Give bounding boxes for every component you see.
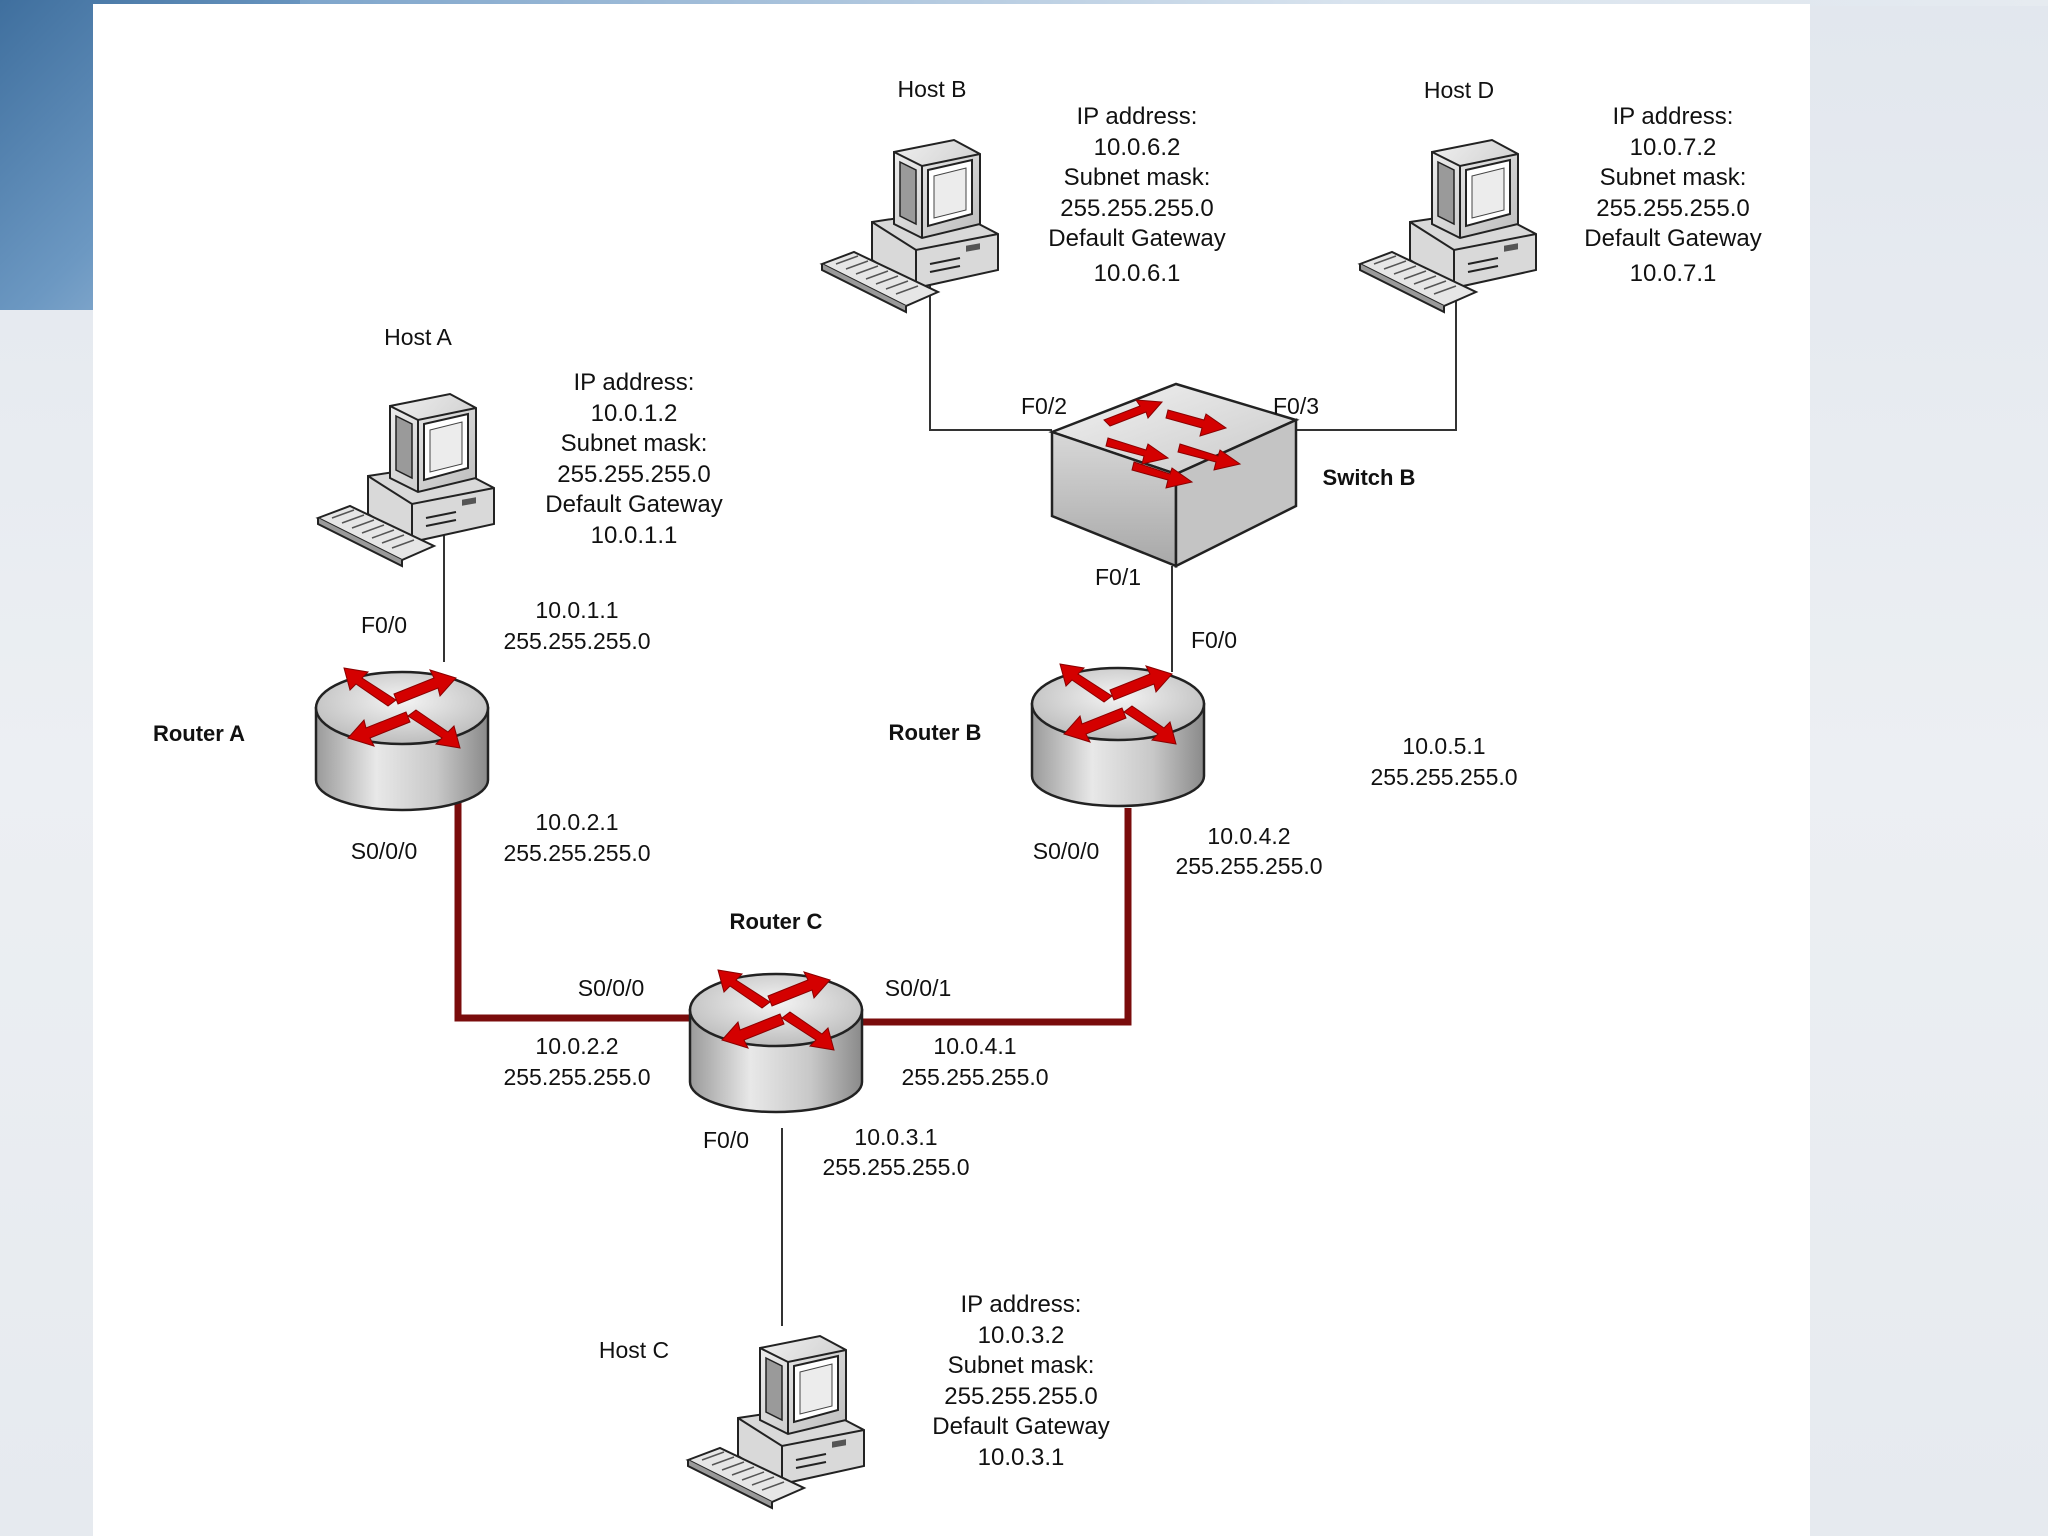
router-b-label: Router B xyxy=(888,720,982,745)
host-a-mask-label: Subnet mask: xyxy=(560,430,708,457)
host-d-ip: 10.0.7.2 xyxy=(1629,133,1717,161)
router-b-device[interactable] xyxy=(1030,662,1206,808)
serial-links xyxy=(454,800,1132,1026)
host-d-computer[interactable] xyxy=(1359,139,1537,313)
router-c-s0-0-0-port: S0/0/0 xyxy=(577,975,645,1001)
router-a-f0-0-mask: 255.255.255.0 xyxy=(503,628,651,654)
router-a-s0-0-0-mask: 255.255.255.0 xyxy=(503,840,651,866)
host-d-mask: 255.255.255.0 xyxy=(1596,194,1750,222)
switch-b-device[interactable] xyxy=(1048,382,1300,569)
host-b-gateway: 10.0.6.1 xyxy=(1093,259,1181,287)
router-a-device[interactable] xyxy=(314,666,490,812)
router-b-s0-0-0-port: S0/0/0 xyxy=(1032,838,1100,864)
host-c-config: IP address: 10.0.3.2 Subnet mask: 255.25… xyxy=(932,1290,1109,1473)
host-c-gateway: 10.0.3.1 xyxy=(977,1443,1065,1471)
host-a-computer[interactable] xyxy=(317,393,495,567)
link-router-a-router-c xyxy=(454,800,692,1022)
host-b-ip-label: IP address: xyxy=(1076,103,1198,130)
switch-b-f0-3-port: F0/3 xyxy=(1272,393,1320,419)
switch-b-f0-2-port: F0/2 xyxy=(1020,393,1068,419)
host-d-gateway: 10.0.7.1 xyxy=(1629,259,1717,287)
router-b-s0-0-0-ip: 10.0.4.2 xyxy=(1207,823,1291,849)
router-c-label: Router C xyxy=(729,909,823,934)
router-c-f0-0-ip: 10.0.3.1 xyxy=(854,1124,938,1150)
router-a-f0-0-ip: 10.0.1.1 xyxy=(535,597,619,623)
host-b-ip: 10.0.6.2 xyxy=(1093,133,1181,161)
ethernet-links xyxy=(443,268,1457,1326)
host-d-config: IP address: 10.0.7.2 Subnet mask: 255.25… xyxy=(1584,102,1761,289)
link-host-b-switch-b xyxy=(929,268,1052,431)
host-c-mask: 255.255.255.0 xyxy=(944,1382,1098,1410)
host-d-mask-label: Subnet mask: xyxy=(1599,164,1747,191)
router-c-s0-0-1-mask: 255.255.255.0 xyxy=(901,1064,1049,1090)
host-c-ip-label: IP address: xyxy=(960,1291,1082,1318)
switch-b-f0-1-port: F0/1 xyxy=(1094,564,1142,590)
host-d-ip-label: IP address: xyxy=(1612,103,1734,130)
host-a-mask: 255.255.255.0 xyxy=(557,460,711,488)
router-a-s0-0-0-ip: 10.0.2.1 xyxy=(535,809,619,835)
router-c-s0-0-1-ip: 10.0.4.1 xyxy=(933,1033,1017,1059)
host-c-ip: 10.0.3.2 xyxy=(977,1321,1065,1349)
host-c-label: Host C xyxy=(598,1337,670,1363)
router-c-device[interactable] xyxy=(688,968,864,1114)
router-b-s0-0-0-mask: 255.255.255.0 xyxy=(1175,853,1323,879)
router-a-label: Router A xyxy=(152,721,246,746)
router-c-s0-0-0-mask: 255.255.255.0 xyxy=(503,1064,651,1090)
link-host-d-switch-b xyxy=(1290,272,1457,431)
router-b-f0-0-port: F0/0 xyxy=(1190,627,1238,653)
router-b-f0-0-ip: 10.0.5.1 xyxy=(1402,733,1486,759)
router-b-f0-0-mask: 255.255.255.0 xyxy=(1370,764,1518,790)
router-c-f0-0-mask: 255.255.255.0 xyxy=(822,1154,970,1180)
host-a-ip-label: IP address: xyxy=(573,369,695,396)
host-b-mask-label: Subnet mask: xyxy=(1063,164,1211,191)
host-c-gateway-label: Default Gateway xyxy=(932,1413,1110,1440)
host-a-gateway-label: Default Gateway xyxy=(545,491,723,518)
host-c-mask-label: Subnet mask: xyxy=(947,1352,1095,1379)
switch-b-label: Switch B xyxy=(1322,465,1416,490)
router-a-s0-0-0-port: S0/0/0 xyxy=(350,838,418,864)
host-b-label: Host B xyxy=(897,76,967,102)
slide-top-decoration xyxy=(300,0,2048,6)
host-a-label: Host A xyxy=(384,324,452,350)
host-a-gateway: 10.0.1.1 xyxy=(590,521,678,549)
host-b-computer[interactable] xyxy=(821,139,999,313)
link-router-b-router-c xyxy=(860,808,1132,1026)
host-a-config: IP address: 10.0.1.2 Subnet mask: 255.25… xyxy=(545,368,722,551)
router-c-s0-0-0-ip: 10.0.2.2 xyxy=(535,1033,619,1059)
host-c-computer[interactable] xyxy=(687,1335,865,1509)
host-a-ip: 10.0.1.2 xyxy=(590,399,678,427)
router-a-f0-0-port: F0/0 xyxy=(360,612,408,638)
host-b-gateway-label: Default Gateway xyxy=(1048,225,1226,252)
host-b-config: IP address: 10.0.6.2 Subnet mask: 255.25… xyxy=(1048,102,1225,289)
router-c-s0-0-1-port: S0/0/1 xyxy=(884,975,952,1001)
host-d-label: Host D xyxy=(1423,77,1495,103)
host-d-gateway-label: Default Gateway xyxy=(1584,225,1762,252)
router-c-f0-0-port: F0/0 xyxy=(702,1127,750,1153)
host-b-mask: 255.255.255.0 xyxy=(1060,194,1214,222)
